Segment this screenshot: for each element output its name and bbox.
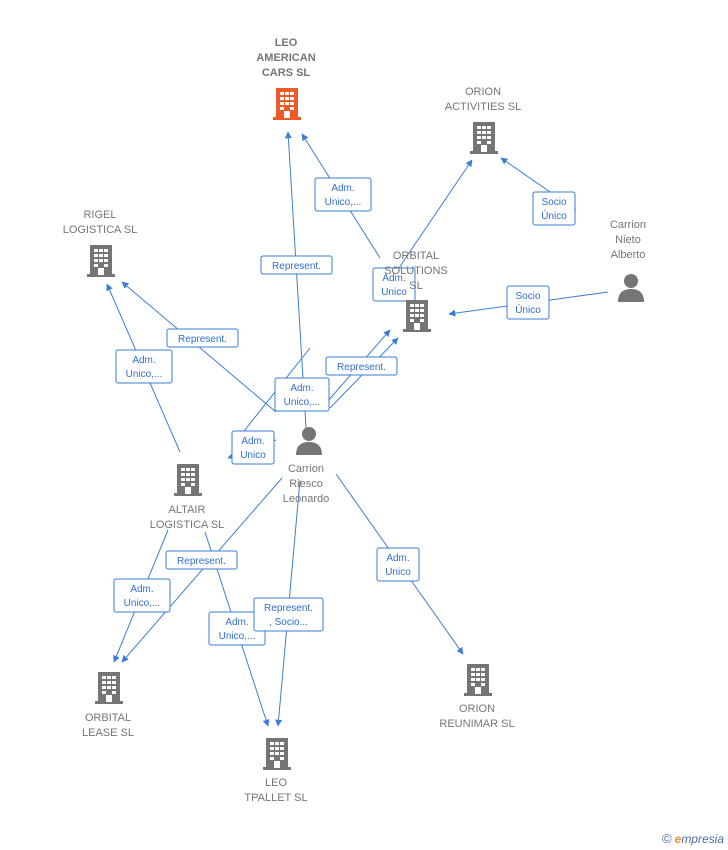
node-label: SL xyxy=(409,280,422,292)
edge-label: Único xyxy=(541,209,567,222)
brand-name: mpresia xyxy=(681,832,724,846)
node-rigel-logistica[interactable]: RIGEL LOGISTICA SL xyxy=(63,209,138,277)
node-label: LEASE SL xyxy=(82,727,134,739)
edge-label-box[interactable]: Adm. Unico,... xyxy=(113,578,171,613)
edge-label: Adm. xyxy=(225,617,248,628)
edge-label: Unico xyxy=(240,450,266,461)
node-label: RIGEL xyxy=(83,209,116,221)
node-orbital-lease[interactable]: ORBITAL LEASE SL xyxy=(82,672,134,739)
edge-label-box[interactable]: Socio Único xyxy=(506,285,550,320)
node-orbital-solutions[interactable]: ORBITAL SOLUTIONS SL xyxy=(384,250,448,332)
edge-label-box[interactable]: Adm. Unico,... xyxy=(314,177,372,212)
node-leo-american-cars[interactable]: LEO AMERICAN CARS SL xyxy=(256,37,316,120)
edge-label-box[interactable]: Adm. Unico xyxy=(231,430,275,465)
node-label: CARS SL xyxy=(262,67,311,79)
edge-label: Unico xyxy=(381,287,407,298)
edge-label: Unico,... xyxy=(124,598,161,609)
edge-label: Unico,... xyxy=(325,197,362,208)
node-label: LEO xyxy=(265,777,287,789)
edge-label: Adm. xyxy=(386,553,409,564)
edge-label-box[interactable]: Adm. Unico,... xyxy=(208,611,266,646)
node-label: ORION xyxy=(465,86,501,98)
node-label: ORBITAL xyxy=(393,250,439,262)
edge-label: Socio xyxy=(541,197,566,208)
edge-label: Unico xyxy=(385,567,411,578)
edge-label: Represent. xyxy=(272,261,321,272)
node-label: ORION xyxy=(459,703,495,715)
brand-initial: e xyxy=(674,832,682,846)
node-label: ORBITAL xyxy=(85,712,131,724)
node-orion-activities[interactable]: ORION ACTIVITIES SL xyxy=(445,86,521,154)
edge-label-box[interactable]: Represent. xyxy=(165,550,238,570)
edge-label-box[interactable]: Adm. Unico,... xyxy=(115,349,173,384)
node-label: AMERICAN xyxy=(256,52,315,64)
edge-label: Represent. xyxy=(177,556,226,567)
edge-label: , Socio... xyxy=(269,617,308,628)
edge-label: Adm. xyxy=(290,383,313,394)
person-icon xyxy=(296,427,322,455)
building-icon xyxy=(273,88,301,120)
node-carrion-riesco-leonardo[interactable]: Carrion Riesco Leonardo xyxy=(283,427,330,505)
edge-label-box[interactable]: Represent. xyxy=(325,356,398,376)
node-label: Riesco xyxy=(289,478,323,490)
node-label: Leonardo xyxy=(283,493,330,505)
node-orion-reunimar[interactable]: ORION REUNIMAR SL xyxy=(439,664,515,730)
edge-label-box[interactable]: Represent. xyxy=(260,255,333,275)
edge-label: Unico,... xyxy=(284,397,321,408)
node-label: ACTIVITIES SL xyxy=(445,101,521,113)
node-label: TPALLET SL xyxy=(244,792,307,804)
node-altair-logistica[interactable]: ALTAIR LOGISTICA SL xyxy=(150,464,225,531)
building-icon xyxy=(87,245,115,277)
edge-label: Adm. xyxy=(382,273,405,284)
person-icon xyxy=(618,274,644,302)
node-label: REUNIMAR SL xyxy=(439,718,514,730)
edge-label-box[interactable]: Represent. , Socio... xyxy=(253,597,324,632)
edge-label-box[interactable]: Represent. xyxy=(166,328,239,348)
edge-label: Unico,... xyxy=(126,369,163,380)
node-label: LEO xyxy=(275,37,298,49)
edge-label: Represent. xyxy=(178,334,227,345)
edge-label-box[interactable]: Adm. Unico xyxy=(372,267,416,302)
edge-label-box[interactable]: Socio Único xyxy=(532,191,576,226)
edge-label-box[interactable]: Adm. Unico xyxy=(376,547,420,582)
edge-label-box[interactable]: Adm. Unico,... xyxy=(274,377,330,412)
edge-label: Socio xyxy=(515,291,540,302)
node-label: SOLUTIONS xyxy=(384,265,448,277)
node-label: LOGISTICA SL xyxy=(150,519,225,531)
node-label: Alberto xyxy=(611,249,646,261)
building-icon xyxy=(174,464,202,496)
edge-label: Adm. xyxy=(331,183,354,194)
node-label: Carrion xyxy=(610,219,646,231)
edge-label: Represent. xyxy=(264,603,313,614)
edge-label: Represent. xyxy=(337,362,386,373)
building-icon xyxy=(403,300,431,332)
node-label: Carrion xyxy=(288,463,324,475)
edge-line xyxy=(121,477,283,663)
building-icon xyxy=(464,664,492,696)
building-icon xyxy=(95,672,123,704)
building-icon xyxy=(263,738,291,770)
edge-label: Adm. xyxy=(241,436,264,447)
node-label: LOGISTICA SL xyxy=(63,224,138,236)
footer-brand[interactable]: ©empresia xyxy=(662,831,724,846)
node-label: Nieto xyxy=(615,234,641,246)
edge-label: Único xyxy=(515,303,541,316)
edge-label: Unico,... xyxy=(219,631,256,642)
building-icon xyxy=(470,122,498,154)
copyright-icon: © xyxy=(662,831,672,846)
node-label: ALTAIR xyxy=(169,504,206,516)
node-leo-tpallet[interactable]: LEO TPALLET SL xyxy=(244,738,308,804)
edge-label: Adm. xyxy=(132,355,155,366)
edge-label: Adm. xyxy=(130,584,153,595)
node-carrion-nieto-alberto[interactable]: Carrion Nieto Alberto xyxy=(610,219,646,302)
